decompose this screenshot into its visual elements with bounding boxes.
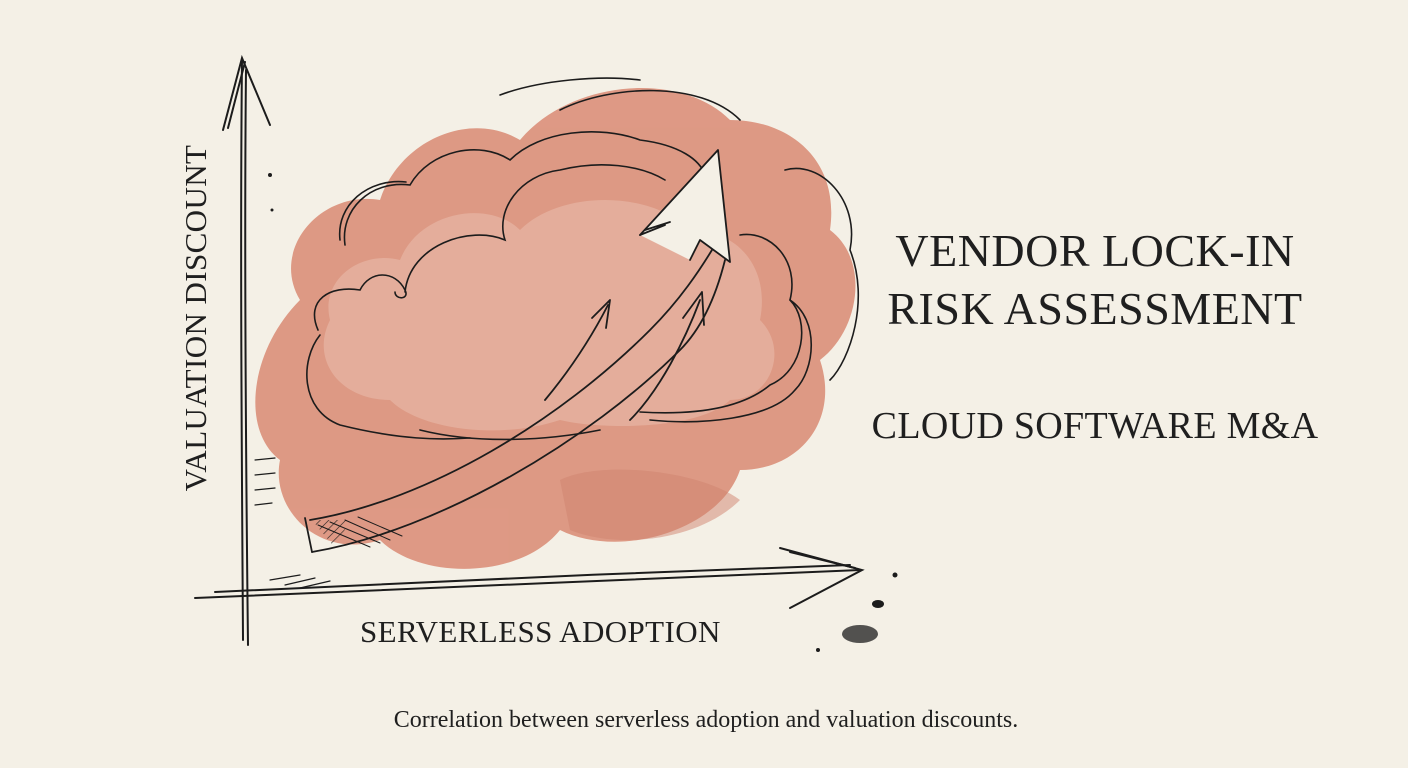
ink-splatter <box>268 173 898 652</box>
figure-caption: Correlation between serverless adoption … <box>393 707 1019 733</box>
cloud-wash <box>255 87 856 569</box>
page-subtitle: CLOUD SOFTWARE M&A <box>871 405 1319 447</box>
page-title: VENDOR LOCK-IN RISK ASSESSMENT <box>860 222 1330 338</box>
cloud-icon <box>306 77 860 441</box>
x-axis-label: SERVERLESS ADOPTION <box>360 614 721 649</box>
x-axis-arrowhead <box>779 547 865 609</box>
y-axis-line <box>240 59 244 641</box>
axes <box>194 54 865 646</box>
title-line-2: RISK ASSESSMENT <box>887 283 1303 334</box>
y-axis-label: VALUATION DISCOUNT <box>178 144 213 492</box>
title-line-1: VENDOR LOCK-IN <box>895 225 1295 276</box>
x-axis-line <box>194 569 861 599</box>
y-axis-arrowhead <box>222 54 271 131</box>
trend-arrow-icon <box>304 149 731 553</box>
